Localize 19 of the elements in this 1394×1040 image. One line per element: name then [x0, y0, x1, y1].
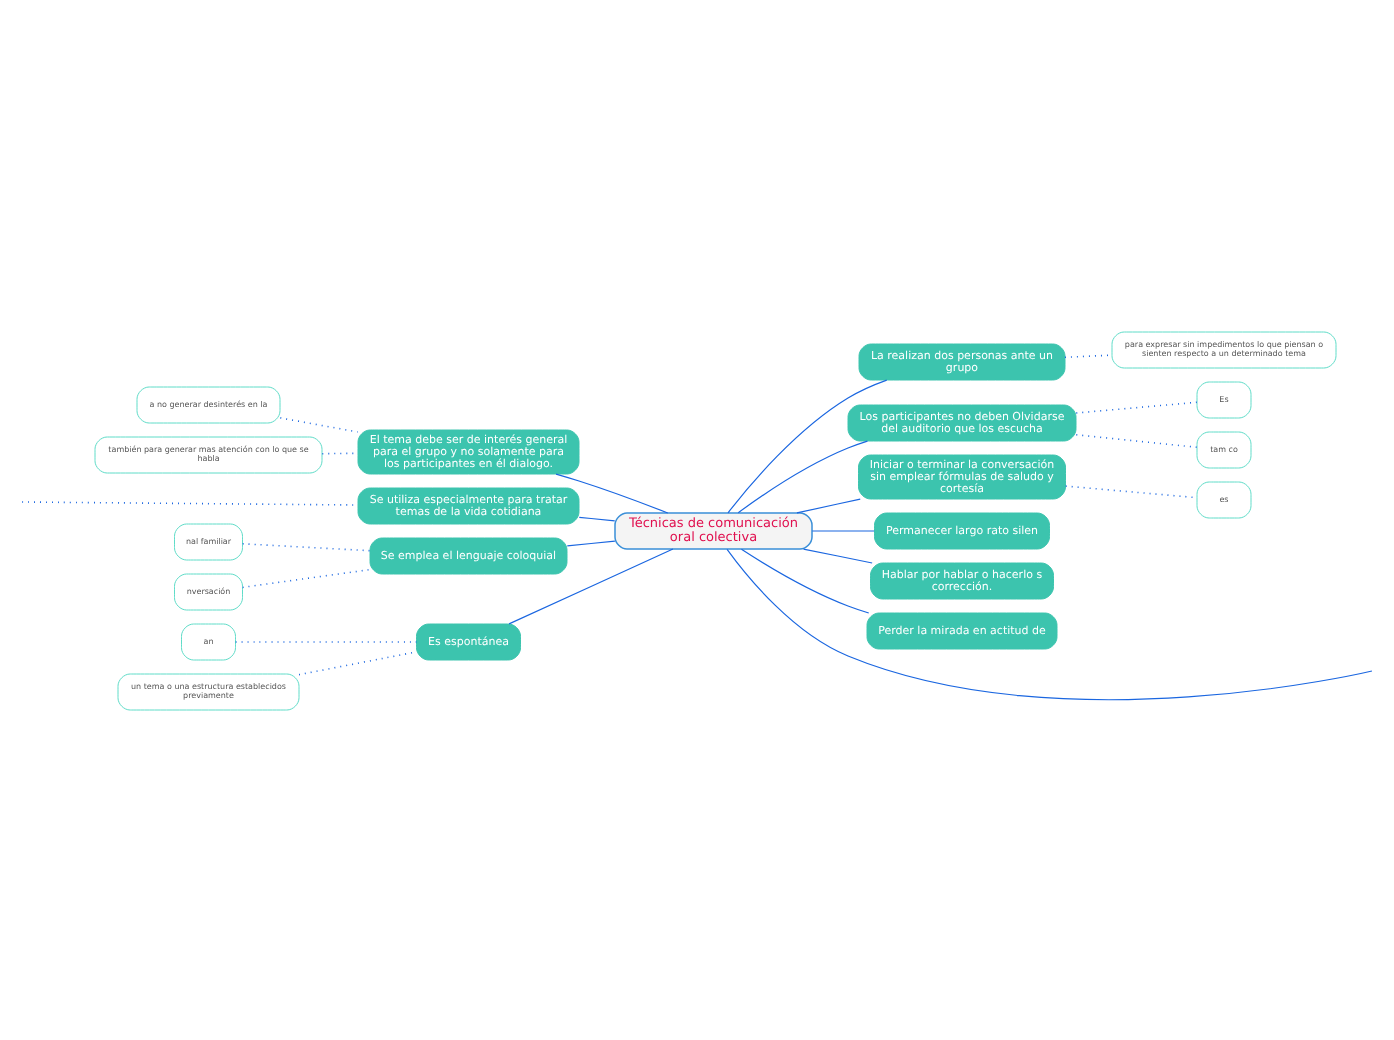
connector	[1075, 432, 1198, 448]
connector	[737, 439, 868, 513]
connector	[298, 650, 418, 675]
connector	[811, 529, 875, 531]
connector	[727, 378, 888, 513]
connector	[802, 547, 873, 563]
connector	[726, 547, 1373, 699]
connector	[578, 515, 616, 521]
connector	[279, 416, 359, 432]
connector	[1064, 484, 1198, 498]
connector	[321, 451, 359, 454]
connector	[740, 547, 870, 613]
connector	[566, 539, 616, 546]
connector	[241, 542, 371, 551]
connector	[1075, 400, 1198, 413]
connector	[555, 472, 669, 513]
connector	[796, 497, 861, 513]
connector	[241, 567, 371, 588]
connector	[508, 547, 674, 624]
